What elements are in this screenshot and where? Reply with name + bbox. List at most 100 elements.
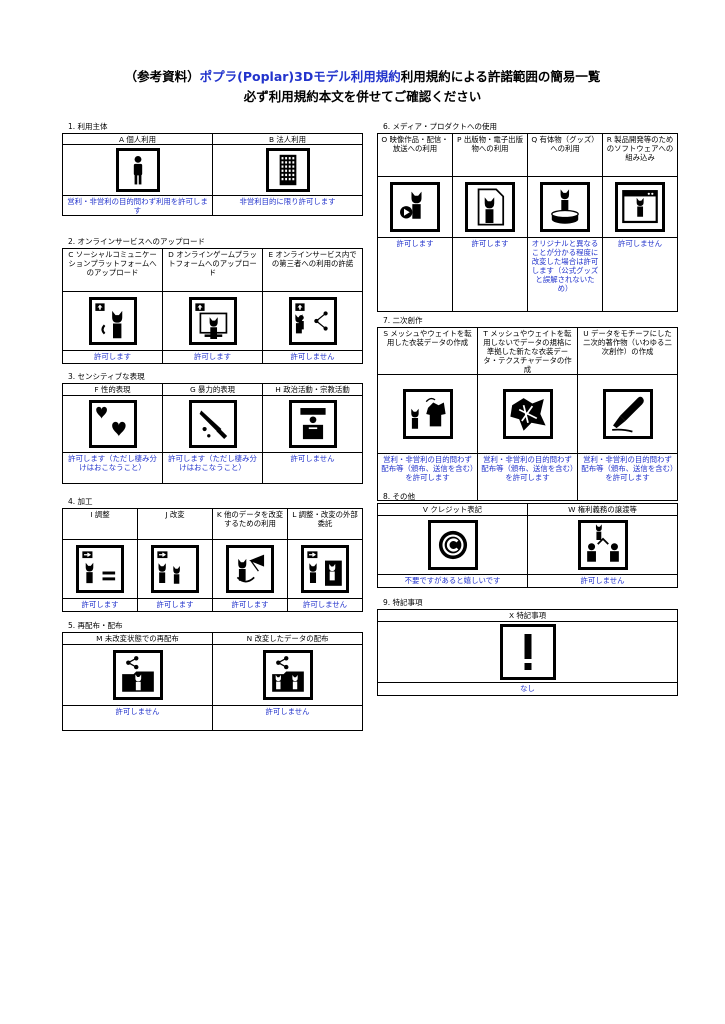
item-heading: S メッシュやウェイトを転用した衣装データの作成: [377, 327, 478, 375]
permission-result: 許可しません: [527, 574, 678, 588]
section-label: 1. 利用主体: [68, 122, 108, 131]
section-label: 9. 特記事項: [383, 598, 423, 607]
item-heading: C ソーシャルコミュニケーションプラットフォームへのアップロード: [62, 248, 163, 292]
item-icon-cell: [162, 291, 263, 351]
upload-monitor-icon: [188, 297, 237, 345]
permission-result: 許可します: [62, 598, 138, 612]
permission-result: 許可します: [62, 350, 163, 364]
permission-result: 許可しません: [62, 705, 213, 731]
cat-clothing-icon: [402, 389, 453, 439]
permission-result: オリジナルと異なることが分かる程度に改変した場合は許可します（公式グッズと誤解さ…: [527, 237, 603, 312]
icon-row: [62, 644, 363, 706]
item-icon-cell: [527, 515, 678, 575]
item-heading: B 法人利用: [212, 133, 363, 145]
item-heading: M 未改変状態での再配布: [62, 632, 213, 645]
item-icon-cell: [477, 374, 578, 454]
hearts-icon: [88, 400, 137, 448]
item-icon-cell: [262, 395, 363, 453]
item-heading: Q 有体物（グッズ）への利用: [527, 133, 603, 177]
exclamation-icon: [499, 624, 556, 680]
item-heading: J 改変: [137, 508, 213, 540]
item-icon-cell: [212, 539, 288, 599]
podium-speaker-icon: [288, 400, 337, 448]
section-label: 8. その他: [383, 492, 416, 501]
section-label: 7. 二次創作: [383, 316, 423, 325]
item-icon-cell: [62, 539, 138, 599]
item-heading: W 権利義務の譲渡等: [527, 503, 678, 516]
item-icon-cell: [212, 644, 363, 706]
cloth-texture-icon: [502, 389, 553, 439]
icon-row: [377, 176, 678, 238]
item-heading: A 個人利用: [62, 133, 213, 145]
permission-result: 許可します: [452, 237, 528, 312]
software-window-icon: [615, 182, 665, 232]
item-heading: H 政治活動・宗教活動: [262, 383, 363, 396]
item-heading: U データをモチーフにした二次的著作物（いわゆる二次創作）の作成: [577, 327, 678, 375]
upload-share-icon: [288, 297, 337, 345]
item-heading: P 出版物・電子出版物への利用: [452, 133, 528, 177]
permission-result: 許可します: [377, 237, 453, 312]
copyright-icon: [427, 520, 478, 570]
icon-row: [377, 621, 678, 683]
item-icon-cell: [262, 291, 363, 351]
icon-row: [62, 291, 363, 351]
person-icon: [115, 148, 160, 192]
outsource-cat-icon: [301, 545, 349, 593]
section-label: 3. センシティブな表現: [68, 372, 145, 381]
result-row: 営利・非営利の目的問わず利用を許可します非営利目的に限り許可します: [62, 195, 363, 216]
title-prefix: （参考資料）: [124, 69, 200, 84]
item-heading: X 特記事項: [377, 609, 678, 622]
permission-result: 許可しません: [262, 452, 363, 484]
share-modified-folder-icon: [262, 650, 313, 700]
terms-link[interactable]: ポプラ(Poplar)3Dモデル利用規約: [199, 69, 401, 84]
figure-goods-icon: [540, 182, 590, 232]
office-building-icon: [265, 148, 310, 192]
item-icon-cell: [62, 291, 163, 351]
result-row: 許可します許可します許可しません: [62, 350, 363, 364]
item-heading: I 調整: [62, 508, 138, 540]
result-row: 不要ですがあると嬉しいです許可しません: [377, 574, 678, 588]
item-icon-cell: [62, 144, 213, 196]
icon-row: [62, 395, 363, 453]
section-special-notes: 9. 特記事項 X 特記事項なし: [377, 597, 678, 696]
permission-result: 許可します: [162, 350, 263, 364]
adjust-equal-icon: [76, 545, 124, 593]
modify-cat-icon: [151, 545, 199, 593]
item-icon-cell: [377, 515, 528, 575]
permission-result: 許可しません: [287, 598, 363, 612]
permission-result: 非営利目的に限り許可します: [212, 195, 363, 216]
item-heading: K 他のデータを改変するための利用: [212, 508, 288, 540]
item-icon-cell: [137, 539, 213, 599]
item-icon-cell: [527, 176, 603, 238]
item-heading: G 暴力的表現: [162, 383, 263, 396]
section-label: 5. 再配布・配布: [68, 621, 123, 630]
item-heading: R 製品開発等のためのソフトウェアへの組み込み: [602, 133, 678, 177]
permission-result: 営利・非営利の目的問わず配布等（頒布、送信を含む）を許可します: [577, 453, 678, 501]
permission-result: 許可します（ただし棲み分けはおこなうこと）: [162, 452, 263, 484]
item-icon-cell: [452, 176, 528, 238]
ribbon-cat-icon: [226, 545, 274, 593]
item-icon-cell: [577, 374, 678, 454]
item-heading: T メッシュやウェイトを転用しないでデータの規格に準拠した新たな衣装データ・テク…: [477, 327, 578, 375]
upload-cat-icon: [88, 297, 137, 345]
section-label: 6. メディア・プロダクトへの使用: [383, 122, 498, 131]
item-icon-cell: [377, 621, 678, 683]
result-row: なし: [377, 682, 678, 696]
item-heading: L 調整・改変の外部委託: [287, 508, 363, 540]
result-row: 営利・非営利の目的問わず配布等（頒布、送信を含む）を許可します営利・非営利の目的…: [377, 453, 678, 501]
